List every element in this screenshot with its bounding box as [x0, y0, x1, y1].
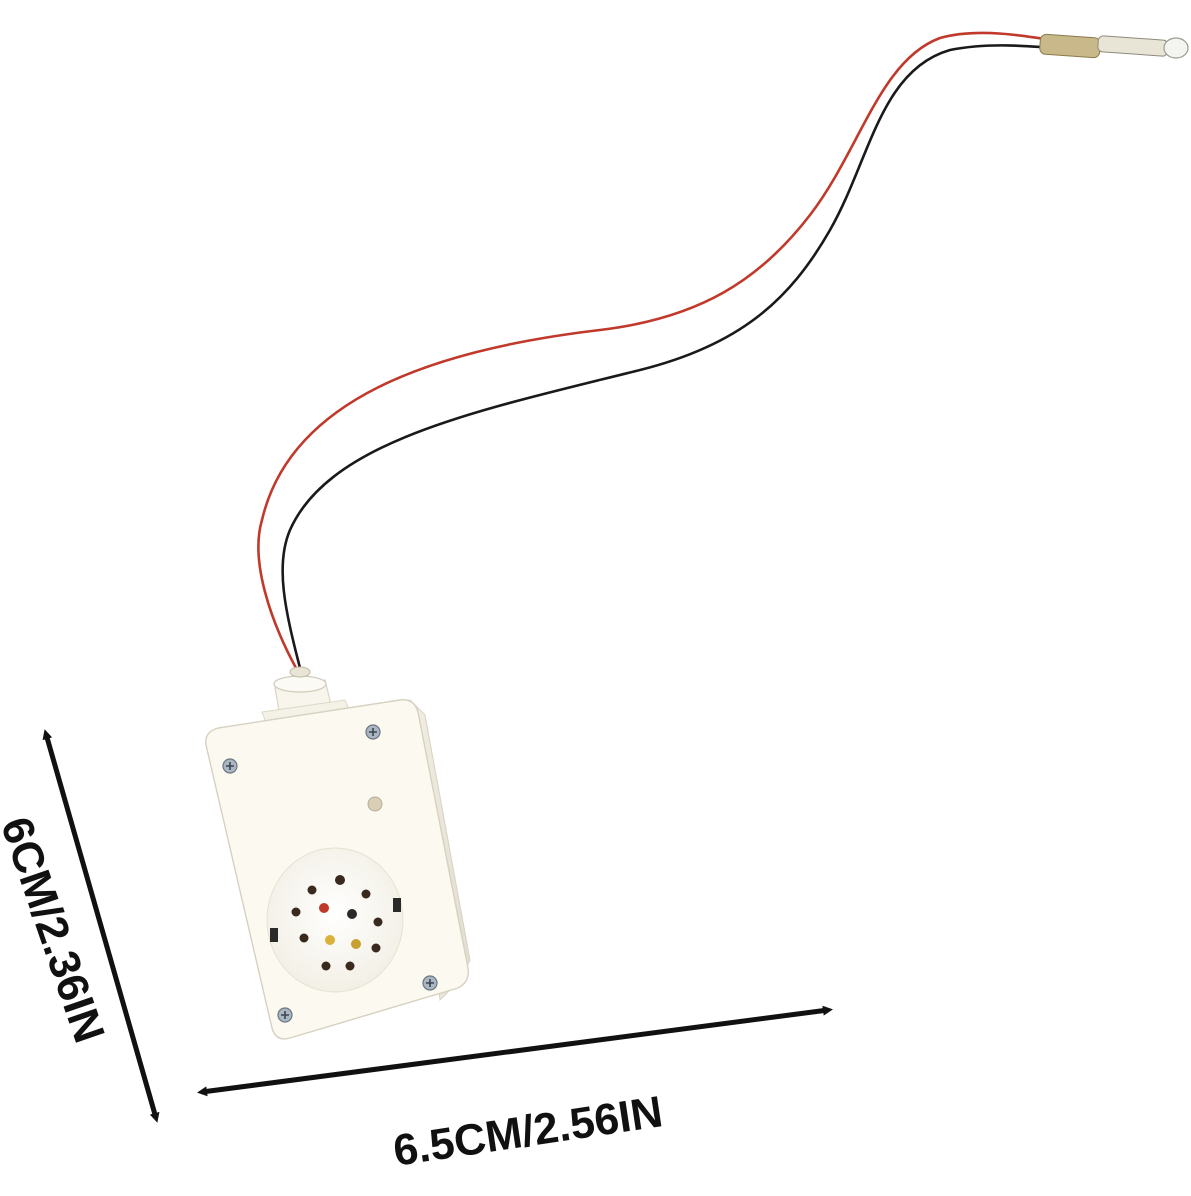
width-dimension-arrow — [197, 1005, 833, 1097]
red-wire — [257, 31, 1081, 669]
wire-connector — [1039, 33, 1189, 59]
height-dimension-arrow — [42, 729, 160, 1123]
led-hole — [367, 796, 383, 812]
speaker-holes — [291, 875, 383, 971]
speaker-grille — [266, 847, 404, 993]
screw-icon — [365, 724, 381, 740]
screw-icon — [422, 975, 438, 991]
wires — [257, 31, 1189, 669]
sound-module — [205, 666, 471, 1040]
screw-icon — [277, 1007, 293, 1023]
screw-icon — [222, 758, 238, 774]
black-wire — [281, 44, 1083, 669]
